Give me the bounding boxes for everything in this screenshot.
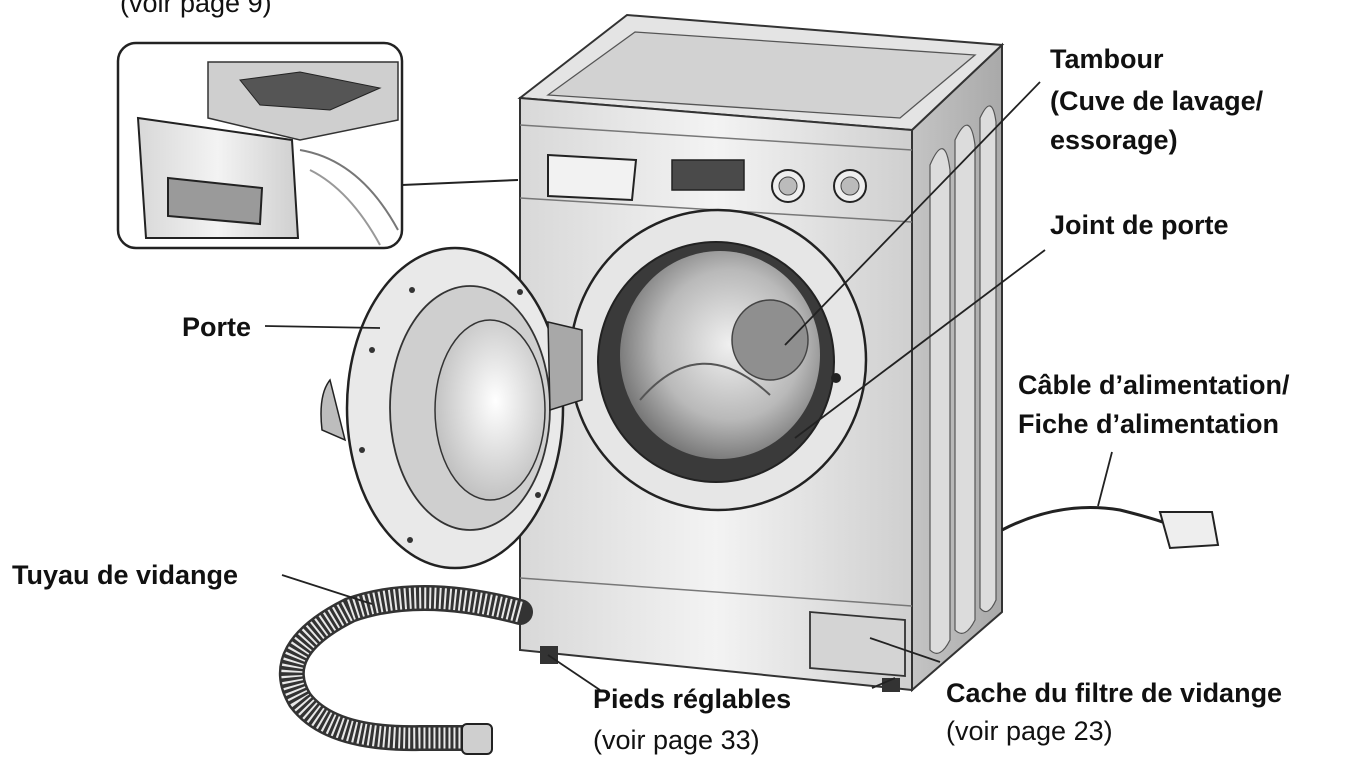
drain-hose [278, 585, 533, 755]
dispenser-note: (voir page 9) [120, 0, 272, 18]
label-porte: Porte [182, 312, 252, 342]
machine-body [517, 13, 1005, 693]
power-cable [1001, 506, 1220, 550]
label-pieds-reglables: Pieds réglables [593, 684, 792, 714]
label-tambour-line1: Tambour [1050, 44, 1164, 74]
label-tambour-line2: (Cuve de lavage/ [1050, 86, 1264, 116]
leader-lines [264, 81, 1113, 691]
label-cable-line2: Fiche d’alimentation [1018, 409, 1280, 439]
label-pieds-note: (voir page 33) [593, 725, 760, 755]
label-cache-note: (voir page 23) [946, 716, 1113, 746]
label-tambour-line3: essorage) [1050, 125, 1178, 155]
door [320, 246, 583, 570]
label-tuyau-de-vidange: Tuyau de vidange [12, 560, 239, 590]
label-cache-filtre: Cache du filtre de vidange [946, 678, 1283, 708]
dispenser-inset [116, 41, 519, 250]
label-cable-line1: Câble d’alimentation/ [1018, 370, 1290, 400]
label-joint-de-porte: Joint de porte [1050, 210, 1229, 240]
